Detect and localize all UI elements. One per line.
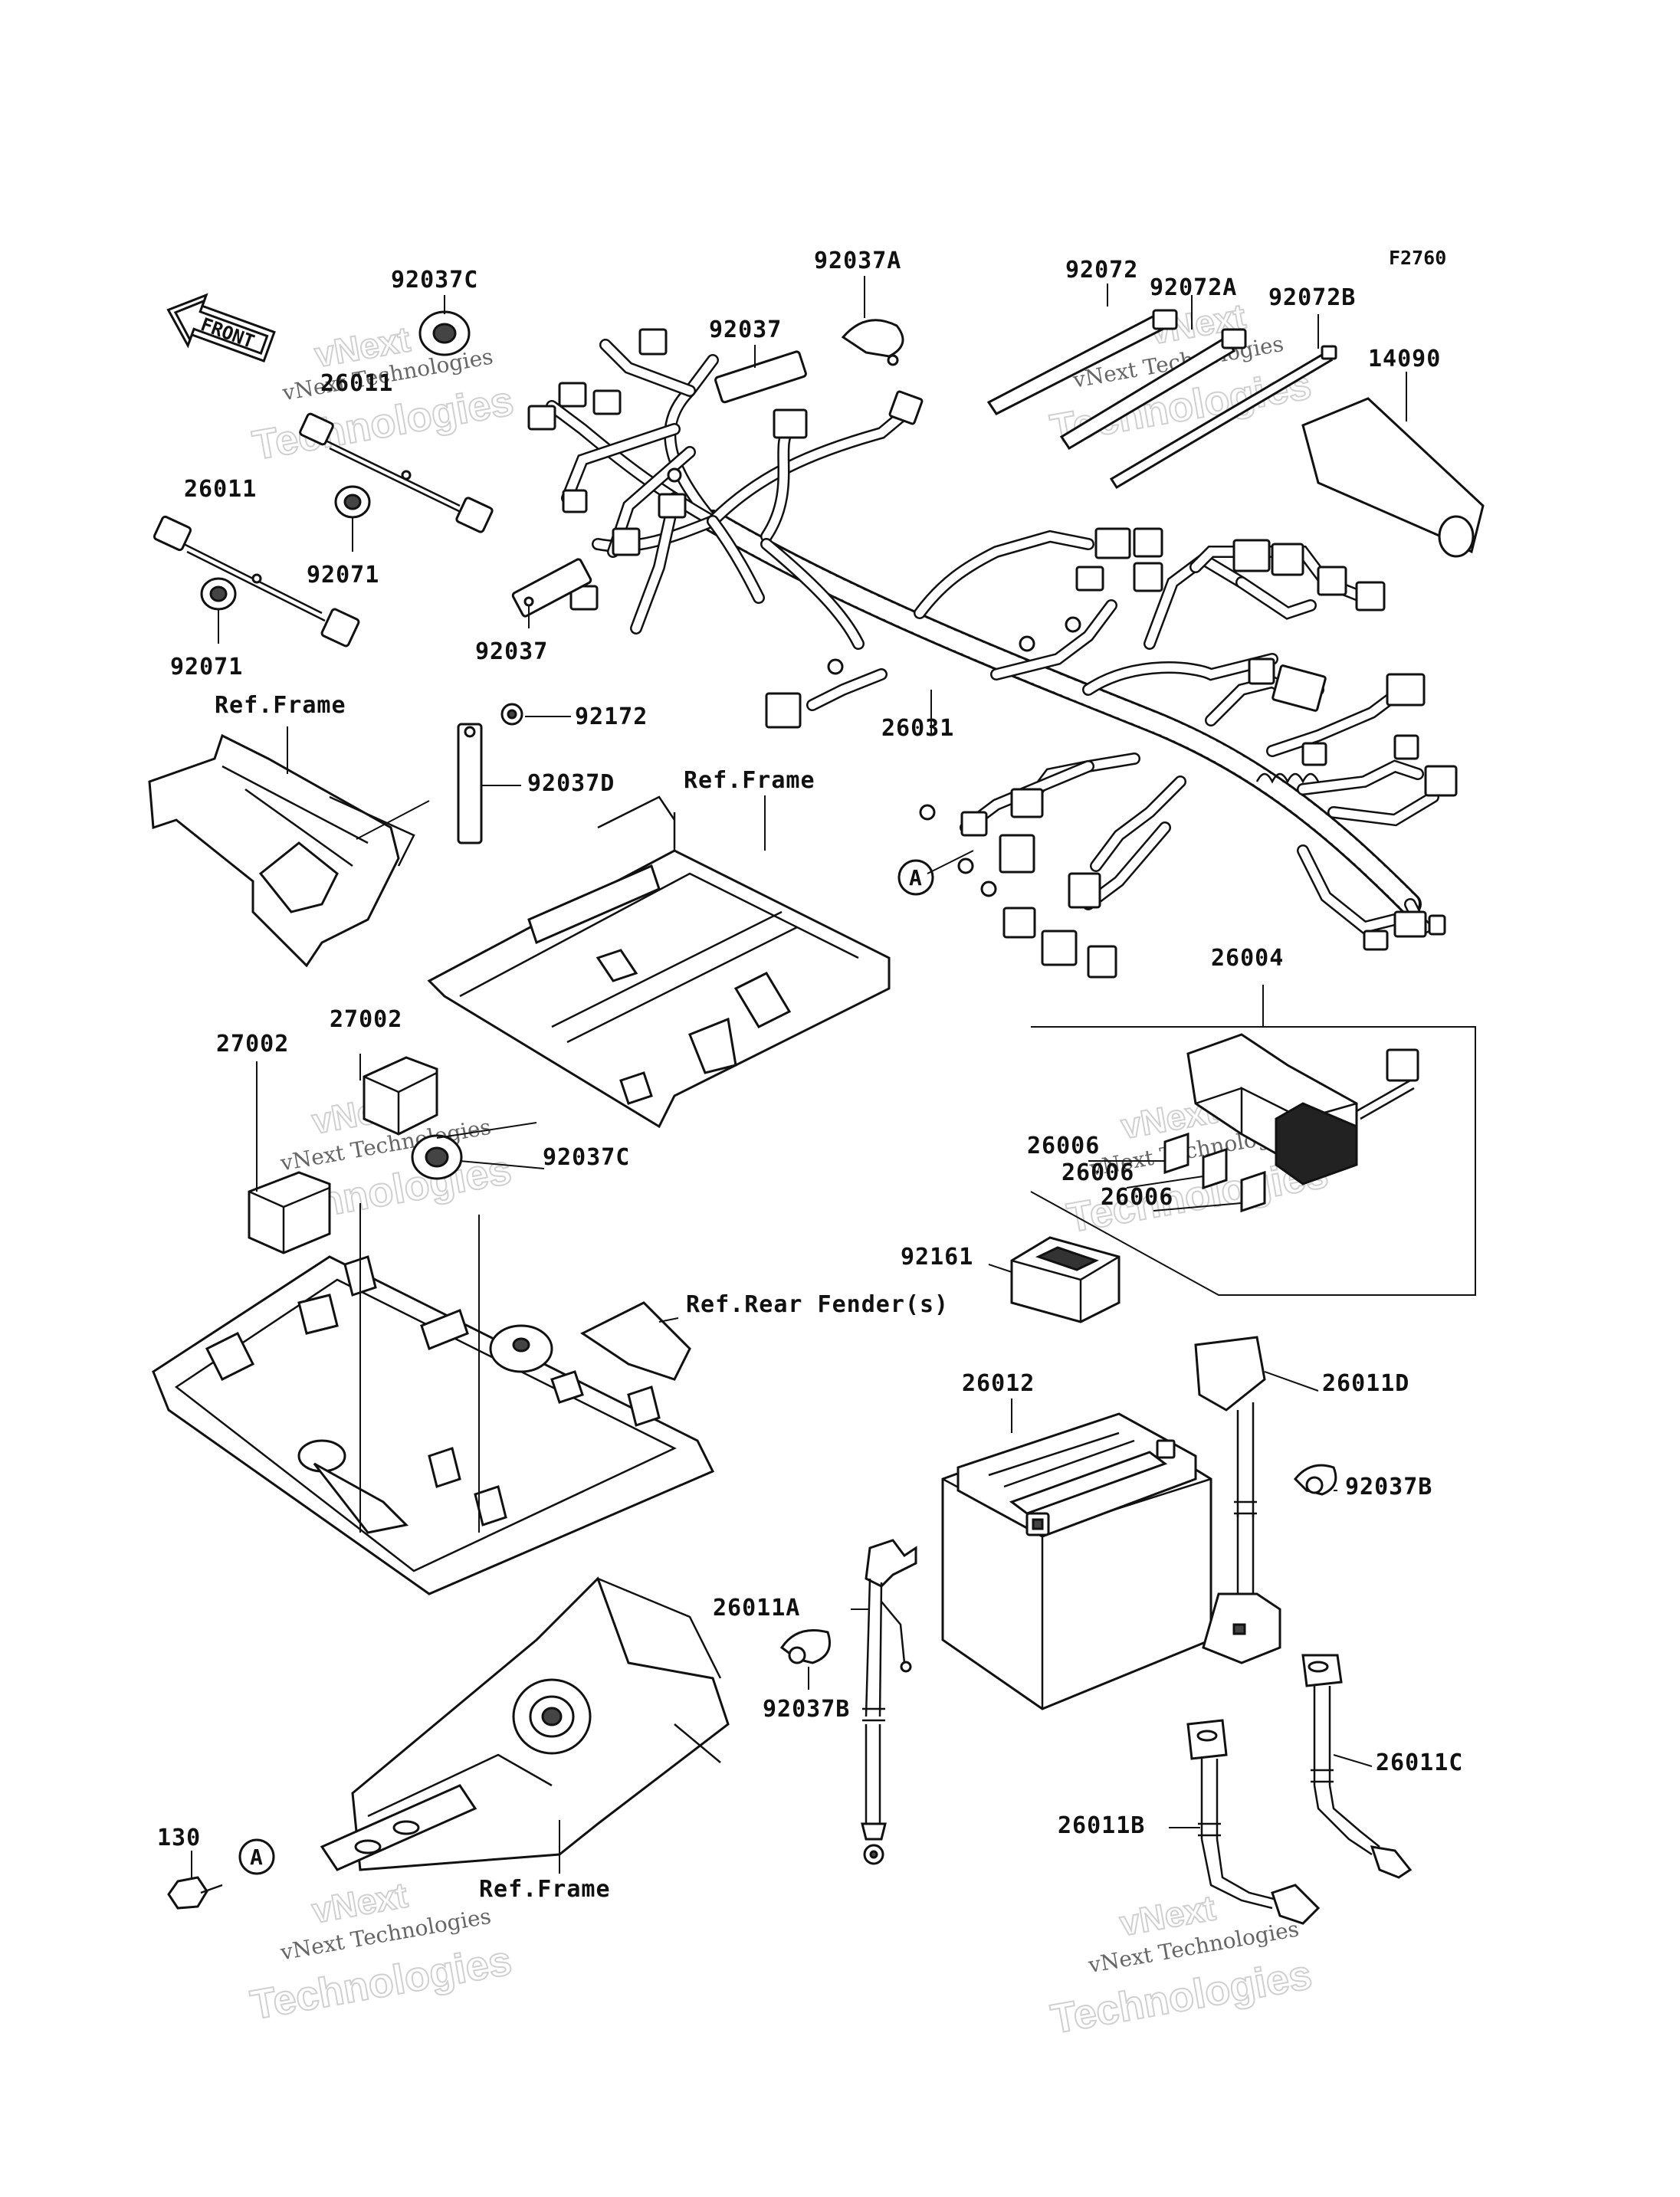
band-92037D <box>457 723 483 844</box>
label-26011C: 26011C <box>1376 1749 1463 1776</box>
tie-92072A <box>1059 328 1247 451</box>
frame-bracket-left <box>148 733 415 968</box>
relay-27002-b <box>363 1056 438 1136</box>
label-ref-frame-1: Ref.Frame <box>215 692 346 719</box>
label-92037A: 92037A <box>814 248 901 274</box>
front-arrow-icon: FRONT <box>166 293 276 362</box>
label-26006-b: 26006 <box>1061 1159 1134 1186</box>
sub-harness-26011-lower <box>153 515 360 648</box>
tie-92072B <box>1109 345 1337 490</box>
grommet-92071-b <box>200 577 237 611</box>
label-92037C-mid: 92037C <box>543 1144 630 1171</box>
bolt-130 <box>167 1876 223 1910</box>
label-26006-a: 26006 <box>1027 1133 1100 1159</box>
svg-text:A: A <box>250 1844 263 1870</box>
label-26006-c: 26006 <box>1101 1184 1173 1211</box>
cover-14090 <box>1301 397 1485 558</box>
label-92072B: 92072B <box>1268 284 1356 311</box>
leader-lines <box>191 276 1407 1877</box>
circle-marker-a-top: A <box>897 859 934 896</box>
label-27002-a: 27002 <box>216 1031 289 1058</box>
frame-center <box>427 795 891 1129</box>
label-92037C-top: 92037C <box>391 267 478 293</box>
label-14090: 14090 <box>1368 346 1441 372</box>
label-92071-b: 92071 <box>170 654 243 680</box>
label-ref-frame-2: Ref.Frame <box>684 767 815 794</box>
label-92072A: 92072A <box>1150 274 1237 301</box>
label-92072: 92072 <box>1065 257 1138 284</box>
clamp-92037B-right <box>1293 1464 1337 1496</box>
clamp-92037B-left <box>779 1629 831 1664</box>
label-92071-a: 92071 <box>307 562 379 589</box>
cable-26011C <box>1301 1654 1413 1879</box>
label-26011-a: 26011 <box>320 370 393 397</box>
svg-text:A: A <box>909 865 922 890</box>
label-26011D: 26011D <box>1322 1370 1409 1397</box>
label-27002-b: 27002 <box>330 1006 402 1033</box>
label-26004: 26004 <box>1211 945 1284 972</box>
grommet-92071-a <box>334 485 371 519</box>
label-26011B: 26011B <box>1058 1812 1145 1839</box>
bolt-92172 <box>500 703 523 726</box>
frame-lower <box>320 1576 730 1871</box>
relay-27002-a <box>248 1171 331 1254</box>
cable-26011A <box>861 1539 917 1865</box>
label-26012: 26012 <box>962 1370 1035 1397</box>
tie-92072 <box>986 309 1178 415</box>
label-92037B-left: 92037B <box>763 1696 850 1723</box>
svg-text:Technologies: Technologies <box>1048 1952 1315 2043</box>
label-92037D: 92037D <box>527 770 615 797</box>
box-92161 <box>1010 1236 1121 1323</box>
figure-code: F2760 <box>1389 247 1446 269</box>
battery-26012 <box>941 1412 1212 1710</box>
clamp-92037A <box>841 319 904 366</box>
label-92037-b: 92037 <box>475 638 548 665</box>
label-ref-rear-fender: Ref.Rear Fender(s) <box>686 1291 949 1318</box>
sub-harness-26011-upper <box>299 412 494 533</box>
label-92037B-right: 92037B <box>1345 1474 1432 1500</box>
clamp-92037C-top <box>418 310 471 356</box>
label-26011A: 26011A <box>713 1595 800 1622</box>
main-harness-26031 <box>527 328 1458 979</box>
circle-marker-a-bottom: A <box>238 1838 275 1875</box>
watermark-bottom-left: vNext vNext Technologies Technologies <box>247 1874 516 2029</box>
cable-26011B <box>1186 1719 1321 1925</box>
kit-26004-box <box>1030 1026 1476 1296</box>
band-92037 <box>714 350 807 404</box>
frame-rear-fender <box>152 1255 715 1595</box>
label-92172: 92172 <box>575 703 648 730</box>
label-92037: 92037 <box>709 316 782 343</box>
band-92037-b <box>511 558 592 618</box>
label-26031: 26031 <box>881 715 954 742</box>
cable-26011D <box>1194 1336 1281 1664</box>
clamp-92037C-mid <box>411 1134 463 1180</box>
label-ref-frame-3: Ref.Frame <box>479 1876 611 1903</box>
label-26011-b: 26011 <box>184 476 257 503</box>
label-130: 130 <box>157 1825 201 1851</box>
label-92161: 92161 <box>901 1244 973 1271</box>
